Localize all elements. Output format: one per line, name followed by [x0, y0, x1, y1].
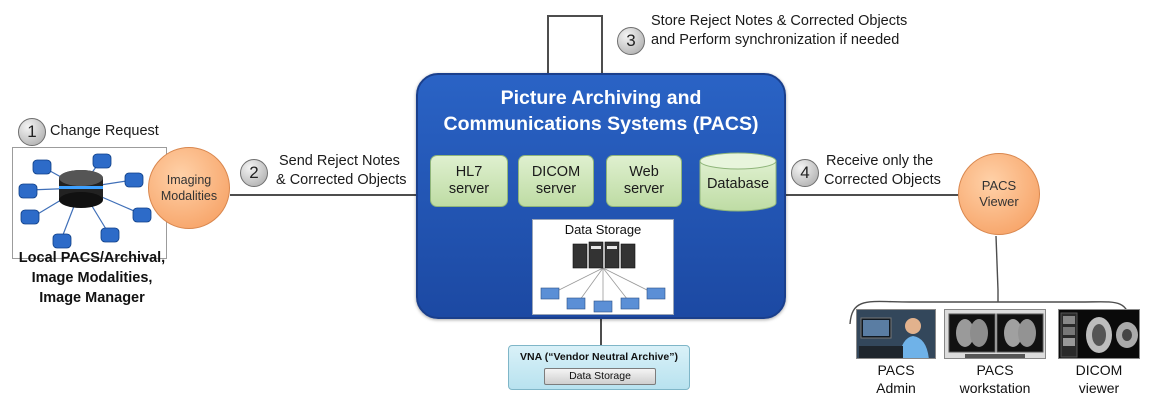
local-pacs-caption: Local PACS/Archival, Image Modalities, I…: [0, 248, 184, 308]
admin-workstation-image: [857, 310, 935, 358]
dicom-viewer-line2: viewer: [1078, 380, 1120, 396]
step-2-line1: Send Reject Notes: [279, 153, 400, 169]
connector-right: [786, 194, 958, 196]
vna-data-storage-button: Data Storage: [544, 368, 656, 385]
network-cluster-icon: [18, 153, 152, 249]
dicom-viewer-label: DICOM viewer: [1058, 361, 1140, 397]
sync-loop-left: [547, 15, 549, 73]
pacs-viewer-node: PACS Viewer: [958, 153, 1040, 235]
pacs-admin-label: PACS Admin: [856, 361, 936, 397]
dicom-server: DICOM server: [518, 155, 594, 207]
hl7-server-line2: server: [448, 181, 490, 197]
database-label: Database: [706, 176, 770, 192]
step-3-label: Store Reject Notes & Corrected Objects a…: [651, 12, 907, 50]
step-1-badge: 1: [18, 118, 46, 146]
step-2-badge: 2: [240, 159, 268, 187]
database-cylinder: Database: [698, 151, 778, 213]
pacs-admin-thumbnail: [856, 309, 936, 359]
step-4-line1: Receive only the: [826, 153, 934, 169]
connector-vna: [600, 319, 602, 345]
pacs-title-line1: Picture Archiving and: [500, 87, 702, 109]
sync-loop-right: [601, 15, 603, 73]
workstation-monitors-image: [945, 310, 1045, 358]
pacs-title-line2: Communications Systems (PACS): [443, 113, 759, 135]
step-4-line2: Corrected Objects: [824, 172, 941, 188]
vna-box: VNA (“Vendor Neutral Archive”) Data Stor…: [508, 345, 690, 390]
hl7-server-line1: HL7: [455, 164, 483, 180]
web-server-line1: Web: [629, 164, 659, 180]
dicom-server-line1: DICOM: [531, 164, 581, 180]
pacs-admin-line1: PACS: [877, 362, 915, 378]
step-2-label: Send Reject Notes & Corrected Objects: [276, 152, 407, 190]
local-network-frame: [12, 147, 167, 259]
imaging-modalities-line1: Imaging: [166, 173, 212, 187]
local-caption-line2: Image Modalities,: [31, 270, 153, 286]
step-3-line1: Store Reject Notes & Corrected Objects: [651, 13, 908, 29]
step-4-badge: 4: [791, 159, 819, 187]
local-caption-line3: Image Manager: [39, 290, 145, 306]
step-2-line2: & Corrected Objects: [276, 172, 407, 188]
pacs-title: Picture Archiving and Communications Sys…: [418, 85, 784, 137]
dicom-viewer-line1: DICOM: [1075, 362, 1123, 378]
pacs-workstation-thumbnail: [944, 309, 1046, 359]
imaging-modalities-line2: Modalities: [160, 189, 218, 203]
sync-loop-top: [547, 15, 602, 17]
pacs-workstation-label: PACS workstation: [940, 361, 1050, 397]
web-server: Web server: [606, 155, 682, 207]
step-3-badge: 3: [617, 27, 645, 55]
vna-title: VNA (“Vendor Neutral Archive”): [520, 351, 678, 363]
connector-left: [230, 194, 416, 196]
database-icon: [699, 152, 777, 212]
pacs-workstation-line1: PACS: [976, 362, 1014, 378]
pacs-viewer-line2: Viewer: [979, 194, 1019, 209]
dicom-server-line2: server: [535, 181, 577, 197]
data-storage-title: Data Storage: [564, 222, 642, 237]
step-3-line2: and Perform synchronization if needed: [651, 32, 900, 48]
local-caption-line1: Local PACS/Archival,: [18, 250, 166, 266]
server-rack-icon: [540, 241, 666, 313]
pacs-admin-line2: Admin: [876, 380, 916, 396]
step-4-label: Receive only the Corrected Objects: [824, 152, 941, 190]
dicom-scan-image: [1059, 310, 1139, 358]
dicom-viewer-thumbnail: [1058, 309, 1140, 359]
step-1-label: Change Request: [50, 123, 159, 139]
imaging-modalities-node: Imaging Modalities: [148, 147, 230, 229]
viewer-fanout-brace: [849, 236, 1131, 325]
pacs-workstation-line2: workstation: [959, 380, 1031, 396]
pacs-system-box: Picture Archiving and Communications Sys…: [416, 73, 786, 319]
hl7-server: HL7 server: [430, 155, 508, 207]
pacs-viewer-line1: PACS: [981, 178, 1017, 193]
web-server-line2: server: [623, 181, 665, 197]
data-storage-panel: Data Storage: [532, 219, 674, 315]
